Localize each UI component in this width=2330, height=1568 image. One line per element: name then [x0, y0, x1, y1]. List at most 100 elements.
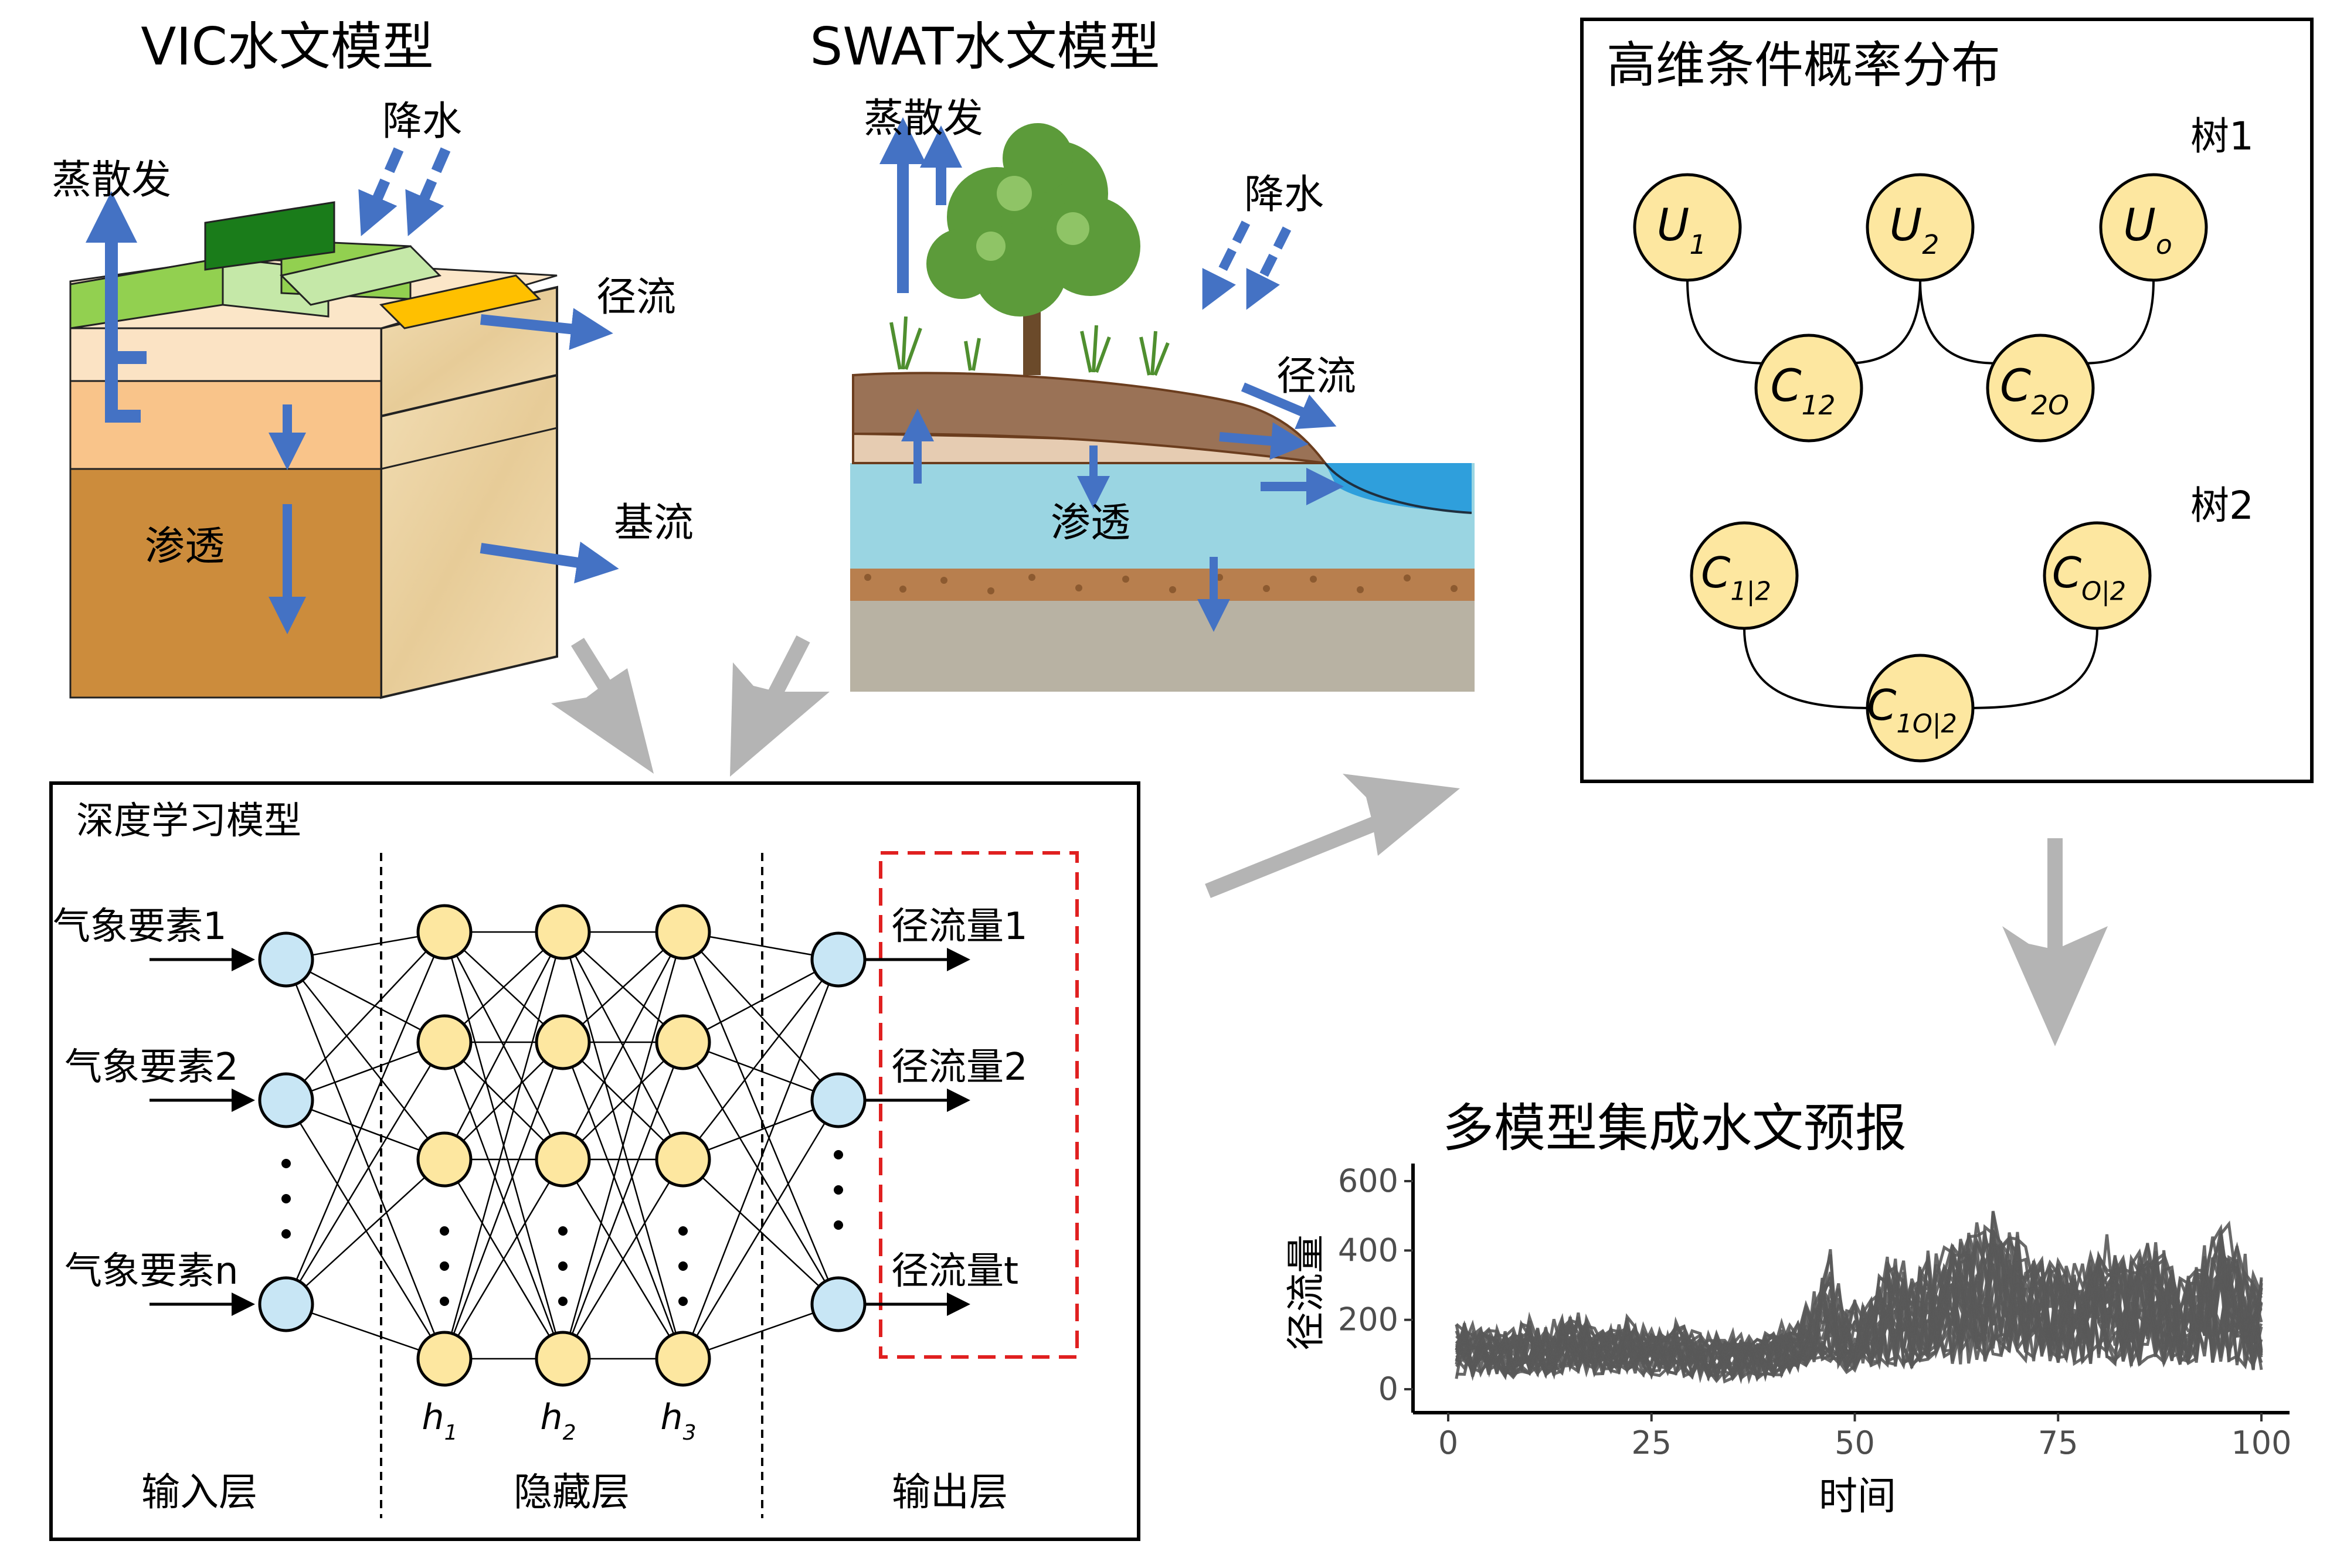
- y-tick-label: 600: [1338, 1162, 1398, 1199]
- hidden-node: [655, 904, 711, 960]
- y-tick-label: 0: [1378, 1370, 1398, 1407]
- nn-edge: [286, 1099, 445, 1161]
- output-node: [810, 1072, 867, 1128]
- chart-y-label: 径流量: [1283, 1234, 1329, 1351]
- tree1-label: 树1: [2190, 114, 2254, 159]
- hidden-node: [416, 1331, 473, 1387]
- nn-edge: [562, 1042, 684, 1359]
- vic-precip-label: 降水: [382, 98, 462, 145]
- ensemble-member-line: [1455, 1243, 2263, 1382]
- nn-edge: [443, 1159, 564, 1359]
- x-tick-label: 75: [2038, 1424, 2078, 1461]
- output-node: [810, 931, 867, 988]
- tree2-label: 树2: [2190, 483, 2254, 528]
- vic-baseflow-arrow: [480, 542, 619, 584]
- hidden-node: [655, 1331, 711, 1387]
- ellipsis-dot: [834, 1150, 843, 1159]
- nn-edge: [682, 931, 839, 1101]
- vic-bare-tile: [379, 274, 542, 329]
- vic-model-panel: VIC水文模型 蒸散发 降水 径流 基流 渗透: [52, 16, 694, 699]
- swat-precip-arrow-2: [1246, 226, 1292, 310]
- hidden-layer-index: h1: [422, 1397, 458, 1445]
- swat-lateral-arrow: [1219, 422, 1309, 460]
- chart-title: 多模型集成水文预报: [1442, 1098, 1907, 1158]
- swat-infiltration-label: 渗透: [1051, 500, 1130, 546]
- nn-edge: [286, 1303, 445, 1360]
- output-label: 径流量1: [891, 905, 1028, 948]
- hidden-node: [416, 1131, 473, 1188]
- vic-baseflow-label: 基流: [614, 500, 694, 546]
- copula-node-label-sub: 2O: [2031, 390, 2069, 421]
- ellipsis-dot: [558, 1297, 568, 1306]
- swat-title: SWAT水文模型: [810, 16, 1160, 77]
- nn-edge: [286, 958, 445, 1043]
- output-label: 径流量2: [891, 1046, 1028, 1089]
- tree1-edge-u1-c12: [1686, 280, 1777, 365]
- hidden-layer-index-main: h: [661, 1397, 683, 1438]
- nn-edge: [562, 1159, 684, 1359]
- copula-node-label-main: U: [1890, 199, 1923, 251]
- y-tick-label: 400: [1338, 1232, 1398, 1268]
- nn-edge: [682, 958, 839, 1043]
- ensemble-member-line: [1456, 1236, 2263, 1381]
- tree2-edge-right: [1964, 628, 2098, 709]
- hidden-layer-index-sub: 3: [683, 1421, 697, 1445]
- hidden-node: [535, 1331, 591, 1387]
- nn-edge: [443, 931, 564, 1160]
- hidden-node: [416, 1014, 473, 1070]
- nn-edge: [285, 1042, 446, 1305]
- vic-runoff-label: 径流: [596, 274, 676, 321]
- x-tick-label: 50: [1835, 1424, 1875, 1461]
- copula-title: 高维条件概率分布: [1606, 36, 2000, 94]
- x-tick-label: 0: [1438, 1424, 1458, 1461]
- vic-precip-arrow-1: [358, 147, 404, 237]
- vic-infiltration-label: 渗透: [145, 523, 225, 570]
- vic-block-side-lower: [380, 373, 558, 699]
- copula-node-label: CO|2: [2052, 548, 2126, 607]
- swat-tree-canopy: [926, 123, 1140, 317]
- nn-edge: [285, 931, 446, 1305]
- nn-edge: [682, 1100, 840, 1359]
- swat-grass: [889, 316, 1170, 376]
- ellipsis-dot: [834, 1220, 843, 1230]
- copula-node-label-sub: 12: [1802, 390, 1836, 421]
- tree2-edge-left: [1743, 628, 1877, 709]
- hidden-layer-index: h3: [661, 1397, 697, 1445]
- hidden-node: [655, 1131, 711, 1188]
- input-layer-label: 输入层: [141, 1470, 257, 1515]
- vic-forest-tile: [204, 201, 335, 271]
- nn-edge: [682, 1159, 839, 1305]
- copula-node-label: C2O: [2000, 359, 2069, 421]
- hidden-layer-index-main: h: [541, 1397, 563, 1438]
- hidden-node: [655, 1014, 711, 1070]
- nn-edge: [682, 1042, 840, 1305]
- copula-node-c-1-2: [1690, 521, 1799, 630]
- nn-edge: [562, 931, 684, 1160]
- ellipsis-dot: [558, 1261, 568, 1271]
- nn-edge: [285, 1100, 446, 1359]
- x-tick-label: 100: [2231, 1424, 2291, 1461]
- copula-node-c-2o: [1986, 334, 2095, 443]
- vic-layer-3: [69, 468, 382, 699]
- copula-node-c-1o-2: [1866, 654, 1975, 763]
- copula-node-u-1: [1633, 173, 1742, 282]
- swat-gravel-layer: [850, 569, 1475, 601]
- copula-node-label-main: U: [1657, 199, 1690, 251]
- ellipsis-dot: [678, 1297, 688, 1306]
- tree1-edge-uo-c2o: [2078, 280, 2155, 365]
- nn-nodes: [258, 904, 867, 1387]
- nn-edge: [286, 959, 445, 1160]
- input-label: 气象要素1: [53, 905, 227, 948]
- vic-runoff-arrow: [480, 308, 613, 351]
- copula-node-label: C1O|2: [1867, 681, 1957, 739]
- swat-precip-arrow-1: [1202, 220, 1251, 310]
- dl-title: 深度学习模型: [76, 800, 301, 843]
- copula-node-u-o: [2099, 173, 2208, 282]
- swat-model-panel: SWAT水文模型: [810, 16, 1475, 692]
- vic-evap-arrow: [86, 191, 141, 423]
- ellipsis-dot: [558, 1226, 568, 1236]
